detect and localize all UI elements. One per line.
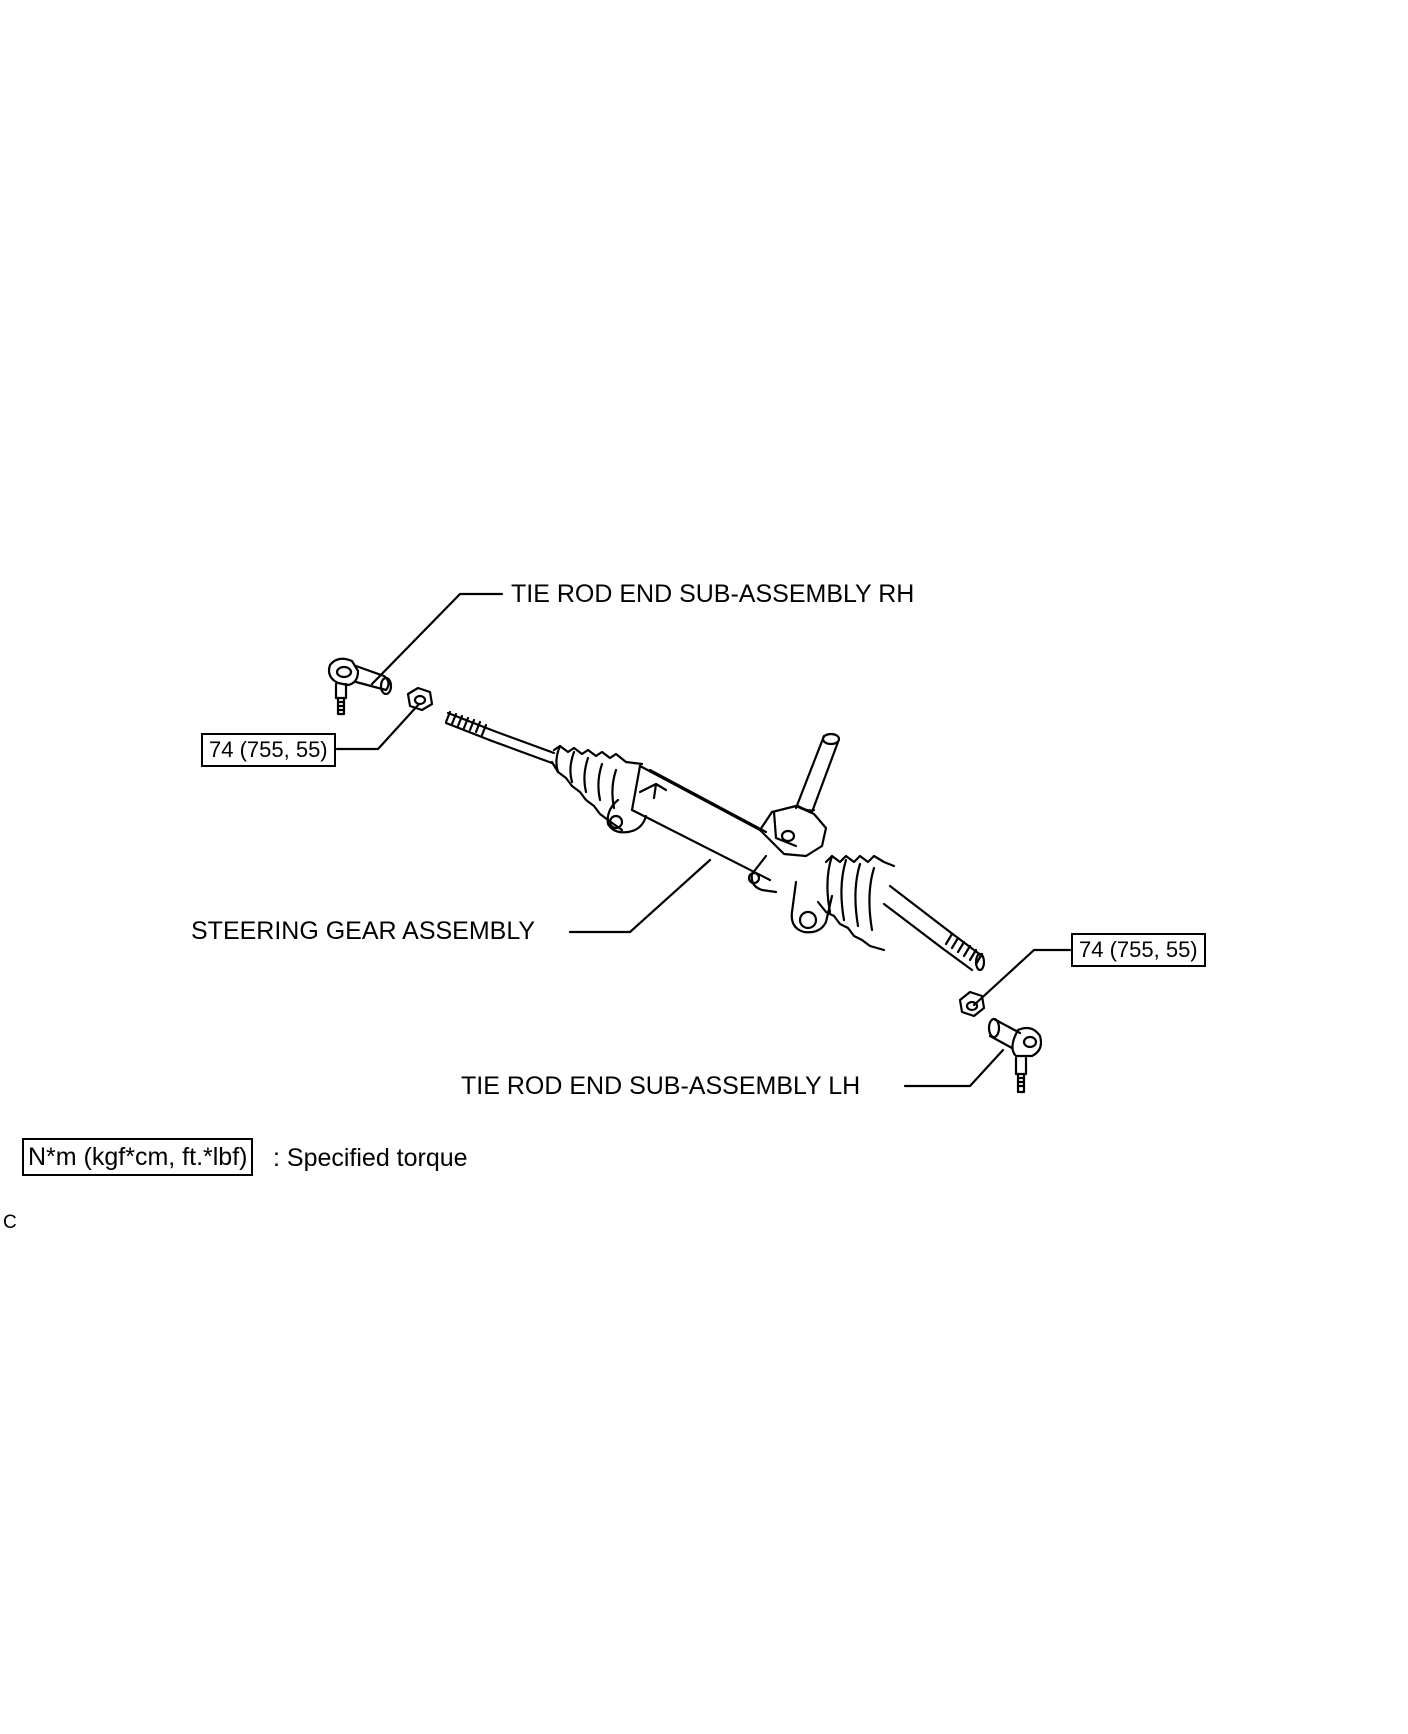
leader-line-tie-rod-rh (370, 592, 504, 686)
leader-line-steering-gear (568, 858, 712, 934)
legend-unit-box: N*m (kgf*cm, ft.*lbf) (22, 1138, 254, 1176)
nut-rh-part (406, 686, 434, 712)
leader-line-tie-rod-lh (903, 1048, 1005, 1088)
leader-line-torque-lh (972, 948, 1072, 1007)
torque-lh-box: 74 (755, 55) (1071, 933, 1206, 967)
tie-rod-end-lh-part (987, 1017, 1043, 1094)
nut-lh-part (958, 990, 986, 1018)
corner-mark: C (3, 1212, 17, 1233)
torque-rh-box: 74 (755, 55) (201, 733, 336, 767)
leader-line-torque-rh (335, 702, 421, 751)
steering-rack-body-part (444, 710, 986, 972)
tie-rod-end-rh-part (327, 657, 393, 716)
tie-rod-end-rh-label: TIE ROD END SUB-ASSEMBLY RH (511, 580, 915, 608)
steering-gear-label: STEERING GEAR ASSEMBLY (191, 917, 536, 945)
tie-rod-end-lh-label: TIE ROD END SUB-ASSEMBLY LH (461, 1072, 861, 1100)
legend-description: : Specified torque (273, 1144, 468, 1172)
